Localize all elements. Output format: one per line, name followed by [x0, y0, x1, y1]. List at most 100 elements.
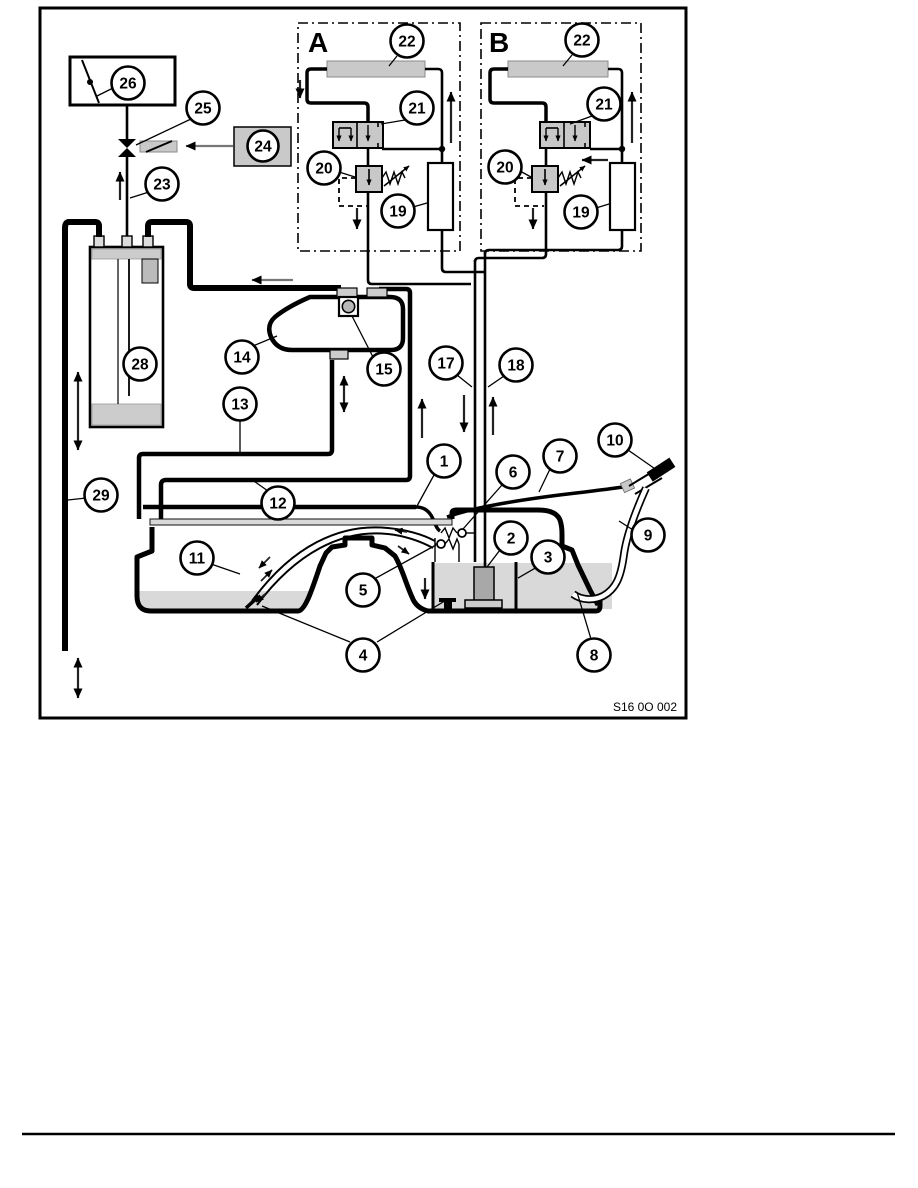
restrictor: [139, 140, 178, 153]
svg-text:8: 8: [590, 647, 599, 664]
svg-text:14: 14: [233, 349, 251, 366]
svg-text:15: 15: [375, 361, 393, 378]
filler-pipe-9: [570, 486, 650, 604]
svg-text:25: 25: [194, 100, 212, 117]
atmosphere-vent-pipe: [62, 219, 102, 651]
figure-code: S16 0O 002: [613, 700, 677, 714]
tank14-port-bottom: [329, 349, 349, 360]
tank-top-seam: [149, 518, 453, 526]
swirl-pot: [431, 562, 518, 611]
callout-13: 13: [222, 386, 258, 422]
callout-25: 25: [185, 90, 221, 126]
transfer-hose: [251, 526, 436, 606]
svg-text:21: 21: [408, 100, 426, 117]
callout-1: 1: [426, 443, 462, 479]
callout-29: 29: [83, 477, 119, 513]
callout-5: 5: [345, 572, 381, 608]
line-b-valve-out: [473, 252, 548, 263]
svg-text:11: 11: [189, 550, 206, 567]
pilot-line-a: [338, 177, 368, 207]
svg-text:6: 6: [509, 464, 518, 481]
canister-port-right: [142, 235, 154, 248]
svg-text:28: 28: [131, 356, 149, 373]
callout-24: 24: [246, 129, 280, 163]
tank14-port-left: [336, 287, 358, 298]
svg-text:23: 23: [153, 176, 171, 193]
pressure-valve-a: [355, 165, 410, 193]
callout-21a: 21: [399, 90, 435, 126]
charcoal-canister: [88, 235, 165, 429]
callout-26: 26: [110, 65, 146, 101]
fuel-level-left: [138, 591, 309, 609]
canister-port-mid: [121, 235, 133, 248]
system-a-circuit: [295, 60, 456, 253]
callout-9: 9: [630, 517, 666, 553]
svg-text:22: 22: [398, 33, 415, 50]
shutoff-valve: [118, 139, 136, 157]
svg-text:18: 18: [507, 357, 525, 374]
pilot-line-b: [514, 177, 544, 207]
canister-port-left: [93, 235, 105, 248]
callout-22a: 22: [389, 23, 425, 59]
system-b-label: B: [489, 27, 509, 58]
filler-cap: [646, 457, 676, 482]
callout-15: 15: [366, 351, 402, 387]
fuel-tank-outline: [134, 507, 603, 614]
svg-text:2: 2: [507, 530, 516, 547]
rollover-ball-valve: [341, 299, 356, 314]
vent-line-12: [158, 286, 413, 519]
fuel-pump: [464, 566, 503, 609]
throttle-pivot: [87, 79, 93, 85]
system-box-a: [297, 22, 461, 252]
callout-22b: 22: [564, 22, 600, 58]
tank14-port-right: [366, 287, 388, 298]
callout-28: 28: [122, 346, 158, 382]
vent-hose-7: [446, 484, 630, 519]
callout-6: 6: [495, 454, 531, 490]
accumulator-a: [426, 161, 455, 232]
callout-18: 18: [498, 347, 534, 383]
callout-17: 17: [428, 345, 464, 381]
svg-text:19: 19: [389, 203, 407, 220]
callout-19a: 19: [380, 193, 416, 229]
vent-line-13: [136, 360, 335, 519]
callout-19b: 19: [563, 194, 599, 230]
line-a-acc-out: [440, 253, 485, 274]
callout-4: 4: [345, 637, 381, 673]
expansion-tank: [266, 287, 406, 360]
svg-text:4: 4: [359, 647, 368, 664]
callout-23: 23: [144, 166, 180, 202]
system-a-label: A: [308, 27, 328, 58]
system-b-circuit: [488, 60, 637, 253]
callout-14: 14: [224, 339, 260, 375]
svg-text:1: 1: [440, 453, 449, 470]
svg-text:22: 22: [573, 32, 590, 49]
callout-21b: 21: [586, 86, 622, 122]
callout-12: 12: [260, 485, 296, 521]
line-a-valve-out: [366, 253, 471, 286]
svg-text:9: 9: [644, 527, 653, 544]
svg-text:10: 10: [606, 432, 623, 449]
solenoid-valve-a: [332, 121, 384, 149]
svg-text:19: 19: [572, 204, 590, 221]
callout-11: 11: [179, 540, 215, 576]
accumulator-b: [608, 161, 637, 232]
filler-neck: [619, 457, 676, 495]
svg-text:20: 20: [496, 159, 513, 176]
callout-3: 3: [530, 539, 566, 575]
svg-text:29: 29: [92, 487, 110, 504]
svg-text:17: 17: [437, 355, 454, 372]
svg-text:7: 7: [556, 448, 565, 465]
svg-text:20: 20: [315, 160, 332, 177]
line-b-acc-out: [483, 245, 624, 255]
callout-2: 2: [493, 520, 529, 556]
leader-lines: [67, 54, 662, 643]
svg-text:21: 21: [595, 96, 613, 113]
callout-10: 10: [597, 422, 633, 458]
callout-20a: 20: [306, 150, 342, 186]
svg-text:12: 12: [269, 495, 286, 512]
callout-8: 8: [576, 637, 612, 673]
pressure-valve-b: [531, 165, 586, 193]
callout-20b: 20: [487, 149, 523, 185]
